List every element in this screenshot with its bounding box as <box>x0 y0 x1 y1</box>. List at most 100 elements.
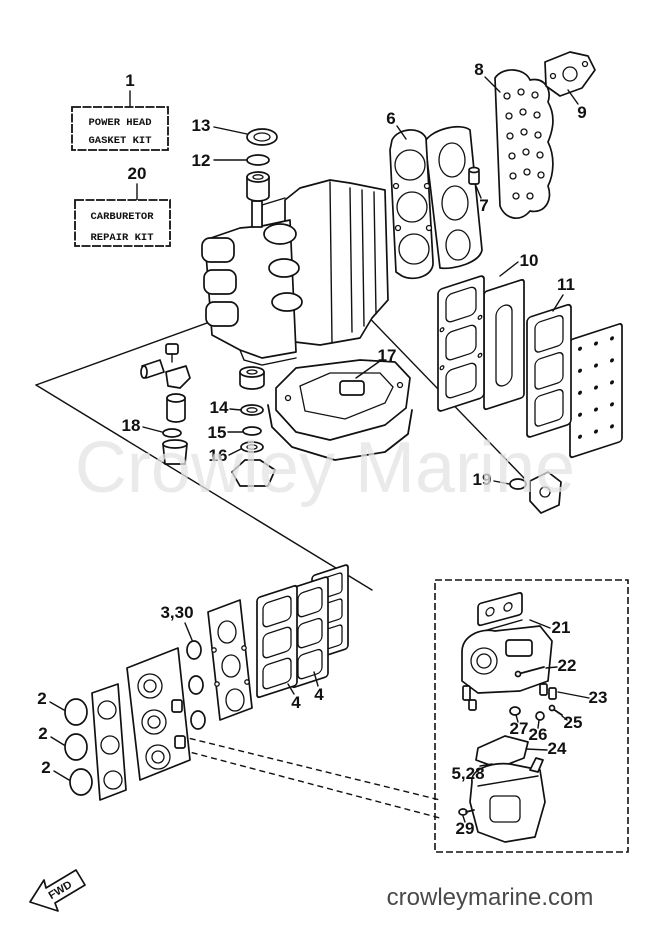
combustion-chamber-2 <box>441 185 469 221</box>
intake-manifold <box>207 599 253 721</box>
screw <box>468 699 477 711</box>
outer-cover-bolt-dots <box>578 336 614 439</box>
o-ring-2-middle <box>64 733 88 761</box>
cover-gasket-19 <box>509 478 527 490</box>
part-26-ring <box>535 711 545 721</box>
part-2-o-rings <box>64 698 93 796</box>
leader-24 <box>525 748 548 751</box>
bolt-hole <box>439 365 445 371</box>
callout-3-30: 3,30 <box>160 603 193 622</box>
seal-inner <box>253 132 271 142</box>
part-22-needle <box>514 666 545 678</box>
kit-label-line1: POWER HEAD <box>88 117 151 129</box>
leader-3-30 <box>184 622 193 641</box>
gasket-bolt-hole <box>392 182 400 190</box>
hole <box>533 111 541 119</box>
bolt-hole <box>477 352 483 358</box>
leader-23 <box>557 691 590 699</box>
part-9-cover-gasket <box>544 51 596 97</box>
part-3-30-o-rings <box>186 640 206 730</box>
water-pipe-end <box>140 365 148 379</box>
jet-main <box>539 683 548 696</box>
part-29-drain-screw <box>458 808 475 816</box>
hole <box>517 88 525 96</box>
fwd-arrow-icon <box>29 869 86 912</box>
dot <box>578 390 582 395</box>
bolt-hole <box>396 381 404 389</box>
forward-direction-badge: FWD <box>29 869 86 912</box>
watermark: Crowley Marine <box>75 428 575 508</box>
crankcase-bottom-edge <box>239 349 297 366</box>
o-ring-3-middle <box>188 675 204 695</box>
bolt-hole <box>477 314 483 320</box>
part-19-cover-gasket <box>509 471 562 514</box>
callout-16: 16 <box>209 446 228 465</box>
leader-11 <box>552 294 564 312</box>
bolt-hole <box>244 679 250 685</box>
crankshaft-bushing <box>246 171 270 202</box>
leader-29 <box>462 815 466 823</box>
callout-24: 24 <box>548 739 567 758</box>
hole <box>534 131 542 139</box>
carburetor-repair-kit-callout: 20 CARBURETOR REPAIR KIT <box>74 164 171 247</box>
part-24-float <box>475 735 529 769</box>
gasket-bolt-hole <box>425 224 433 232</box>
leader-27 <box>515 714 519 723</box>
intake-manifold-port-2 <box>221 654 241 678</box>
gasket-4-right-port-3 <box>297 648 323 680</box>
o-ring-3-top <box>186 640 202 660</box>
part-25-screw <box>548 704 563 716</box>
callout-10: 10 <box>520 251 539 270</box>
leader-13 <box>213 126 248 135</box>
hole <box>531 91 539 99</box>
hole <box>520 128 528 136</box>
dot <box>610 358 614 363</box>
bolt-hole <box>284 394 292 402</box>
leader-2-bottom <box>53 770 70 781</box>
cover-gasket-11-port-2 <box>534 351 564 390</box>
gasket-bolt-hole <box>423 182 431 190</box>
callout-23: 23 <box>589 688 608 707</box>
dot <box>594 385 598 390</box>
kit-box <box>74 199 171 247</box>
crankcase-port-3 <box>205 301 239 327</box>
float-bowl-fuel-tube <box>529 757 544 773</box>
carburetor-venturi <box>476 653 492 669</box>
cylinder-head <box>424 125 483 270</box>
cover-gasket-holes <box>503 88 545 200</box>
leader-7 <box>475 185 482 199</box>
gasket-4-left-port-2 <box>262 626 292 659</box>
crank-throw-3 <box>271 292 303 312</box>
callout-4-right: 4 <box>314 685 324 704</box>
dot <box>578 434 582 439</box>
callout-7: 7 <box>479 196 488 215</box>
hole <box>503 92 511 100</box>
callout-29: 29 <box>456 819 475 838</box>
flange-hole-3 <box>103 770 123 790</box>
gasket-bore-3 <box>398 233 430 265</box>
leader-19 <box>493 480 510 485</box>
dot <box>594 407 598 412</box>
leader-4-left <box>287 683 295 695</box>
intake-manifold-port-1 <box>217 620 237 644</box>
o-ring-3-bottom <box>190 710 206 730</box>
hole <box>509 172 517 180</box>
lower-seal-housing <box>239 366 265 390</box>
carburetor-body <box>461 625 553 694</box>
callout-2-bottom: 2 <box>41 758 50 777</box>
kit-label-line1: CARBURETOR <box>90 211 154 223</box>
carburetor-chamber <box>505 639 533 657</box>
part-7-washer <box>468 166 480 185</box>
top-cover-body <box>477 592 523 627</box>
gasket-bolt-hole <box>394 224 402 232</box>
screw-head <box>548 704 556 712</box>
inner-cover-slot <box>495 304 513 387</box>
tube-top <box>166 393 186 403</box>
bolt-hole <box>439 327 445 333</box>
crankcase-port-2 <box>203 269 237 295</box>
dot <box>610 424 614 429</box>
callout-17: 17 <box>378 346 397 365</box>
seal-housing-bore <box>246 369 258 375</box>
part-10-exhaust-gasket <box>437 275 485 412</box>
